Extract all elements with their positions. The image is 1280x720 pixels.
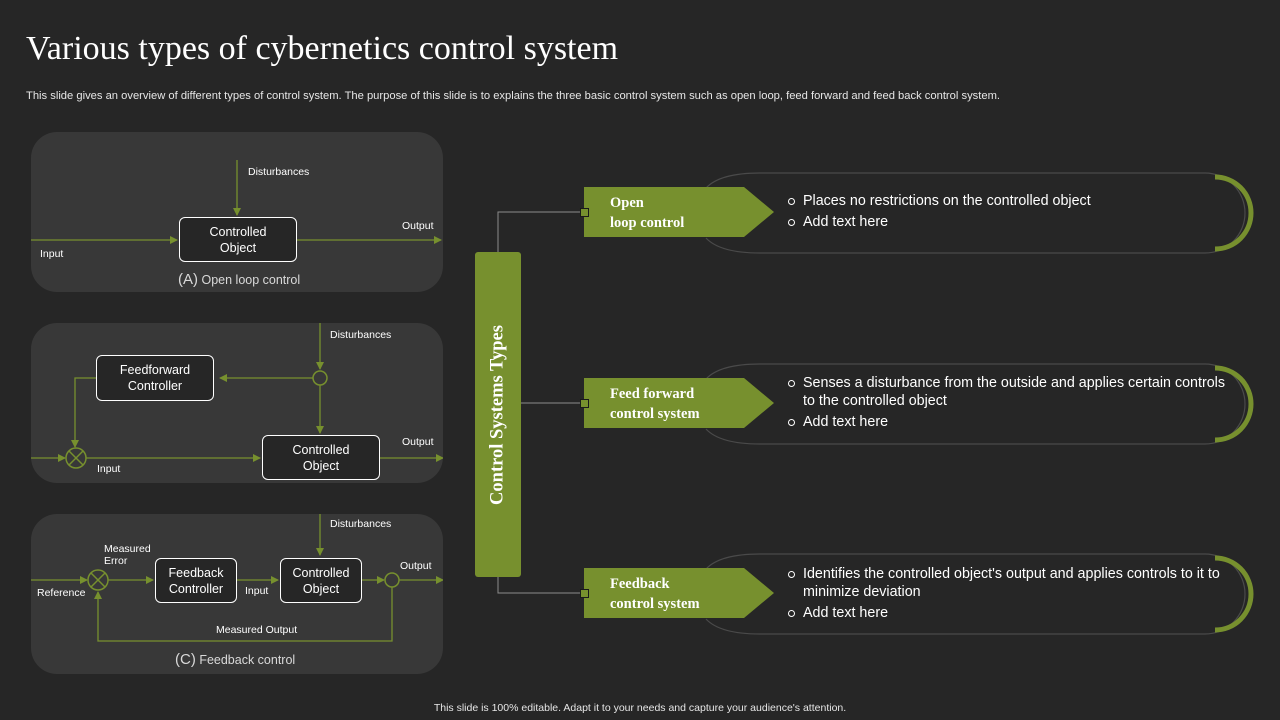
connector-dot xyxy=(580,208,589,217)
box-label-line2: Controller xyxy=(168,581,224,596)
tag-title-line2: loop control xyxy=(610,215,685,231)
box-label-line2: Object xyxy=(219,240,257,255)
connector-dot xyxy=(580,589,589,598)
caption-letter: (A) xyxy=(178,271,198,288)
output-label: Output xyxy=(402,220,434,232)
input-label: Input xyxy=(40,248,64,260)
disturbances-label: Disturbances xyxy=(248,166,310,178)
slide-subtitle: This slide gives an overview of differen… xyxy=(26,90,1001,102)
open-loop-tag: Open loop control xyxy=(584,187,774,237)
bullet-item: Places no restrictions on the controlled… xyxy=(788,192,1238,210)
tag-title-line1: Feed forward xyxy=(610,386,695,402)
disturbances-label: Disturbances xyxy=(330,329,392,341)
feedback-bullets: Identifies the controlled object's outpu… xyxy=(788,565,1238,625)
bullet-item: Add text here xyxy=(788,213,1238,231)
bullet-item: Add text here xyxy=(788,413,1238,431)
disturbances-label: Disturbances xyxy=(330,518,392,530)
connector-dot xyxy=(580,399,589,408)
open-loop-diagram xyxy=(31,160,442,244)
tag-title-line1: Feedback xyxy=(610,576,670,592)
feed-forward-tag: Feed forward control system xyxy=(584,378,774,428)
input-label: Input xyxy=(97,463,121,475)
measured-error-line1: Measured xyxy=(104,543,151,555)
tag-title-line1: Open xyxy=(610,195,644,211)
slide-title: Various types of cybernetics control sys… xyxy=(26,30,619,67)
output-label: Output xyxy=(402,436,434,448)
control-systems-types-bar: Control Systems Types xyxy=(475,252,521,577)
bullet-item: Identifies the controlled object's outpu… xyxy=(788,565,1238,601)
box-label-line2: Object xyxy=(302,458,340,473)
box-label-line1: Controlled xyxy=(292,442,350,457)
feedback-diagram xyxy=(31,514,443,642)
measured-error-line2: Error xyxy=(104,555,128,567)
measured-output-label: Measured Output xyxy=(216,624,298,636)
box-label-line2: Object xyxy=(302,581,340,596)
caption-text: Open loop control xyxy=(201,273,301,287)
bullet-item: Add text here xyxy=(788,604,1238,622)
feedback-tag: Feedback control system xyxy=(584,568,774,618)
feed-forward-bullets: Senses a disturbance from the outside an… xyxy=(788,374,1238,434)
feed-forward-diagram xyxy=(31,323,443,469)
caption-letter: (C) xyxy=(175,651,196,668)
input-label: Input xyxy=(245,585,269,597)
measured-error-label: Measured Error xyxy=(104,543,151,567)
open-loop-caption: (A) Open loop control xyxy=(178,271,300,288)
box-label-line2: Controller xyxy=(127,379,183,393)
box-label-line1: Feedforward xyxy=(119,363,191,377)
center-label: Control Systems Types xyxy=(487,324,508,505)
bullet-item: Senses a disturbance from the outside an… xyxy=(788,374,1238,410)
reference-label: Reference xyxy=(37,587,86,599)
tag-title-line2: control system xyxy=(610,596,700,612)
feedback-caption: (C) Feedback control xyxy=(175,651,295,668)
box-label-line1: Controlled xyxy=(292,565,350,580)
open-loop-bullets: Places no restrictions on the controlled… xyxy=(788,192,1238,234)
output-label: Output xyxy=(400,560,432,572)
caption-text: Feedback control xyxy=(199,653,296,667)
footer-note: This slide is 100% editable. Adapt it to… xyxy=(433,702,847,714)
box-label-line1: Controlled xyxy=(209,224,267,239)
tag-title-line2: control system xyxy=(610,406,700,422)
box-label-line1: Feedback xyxy=(168,565,224,580)
